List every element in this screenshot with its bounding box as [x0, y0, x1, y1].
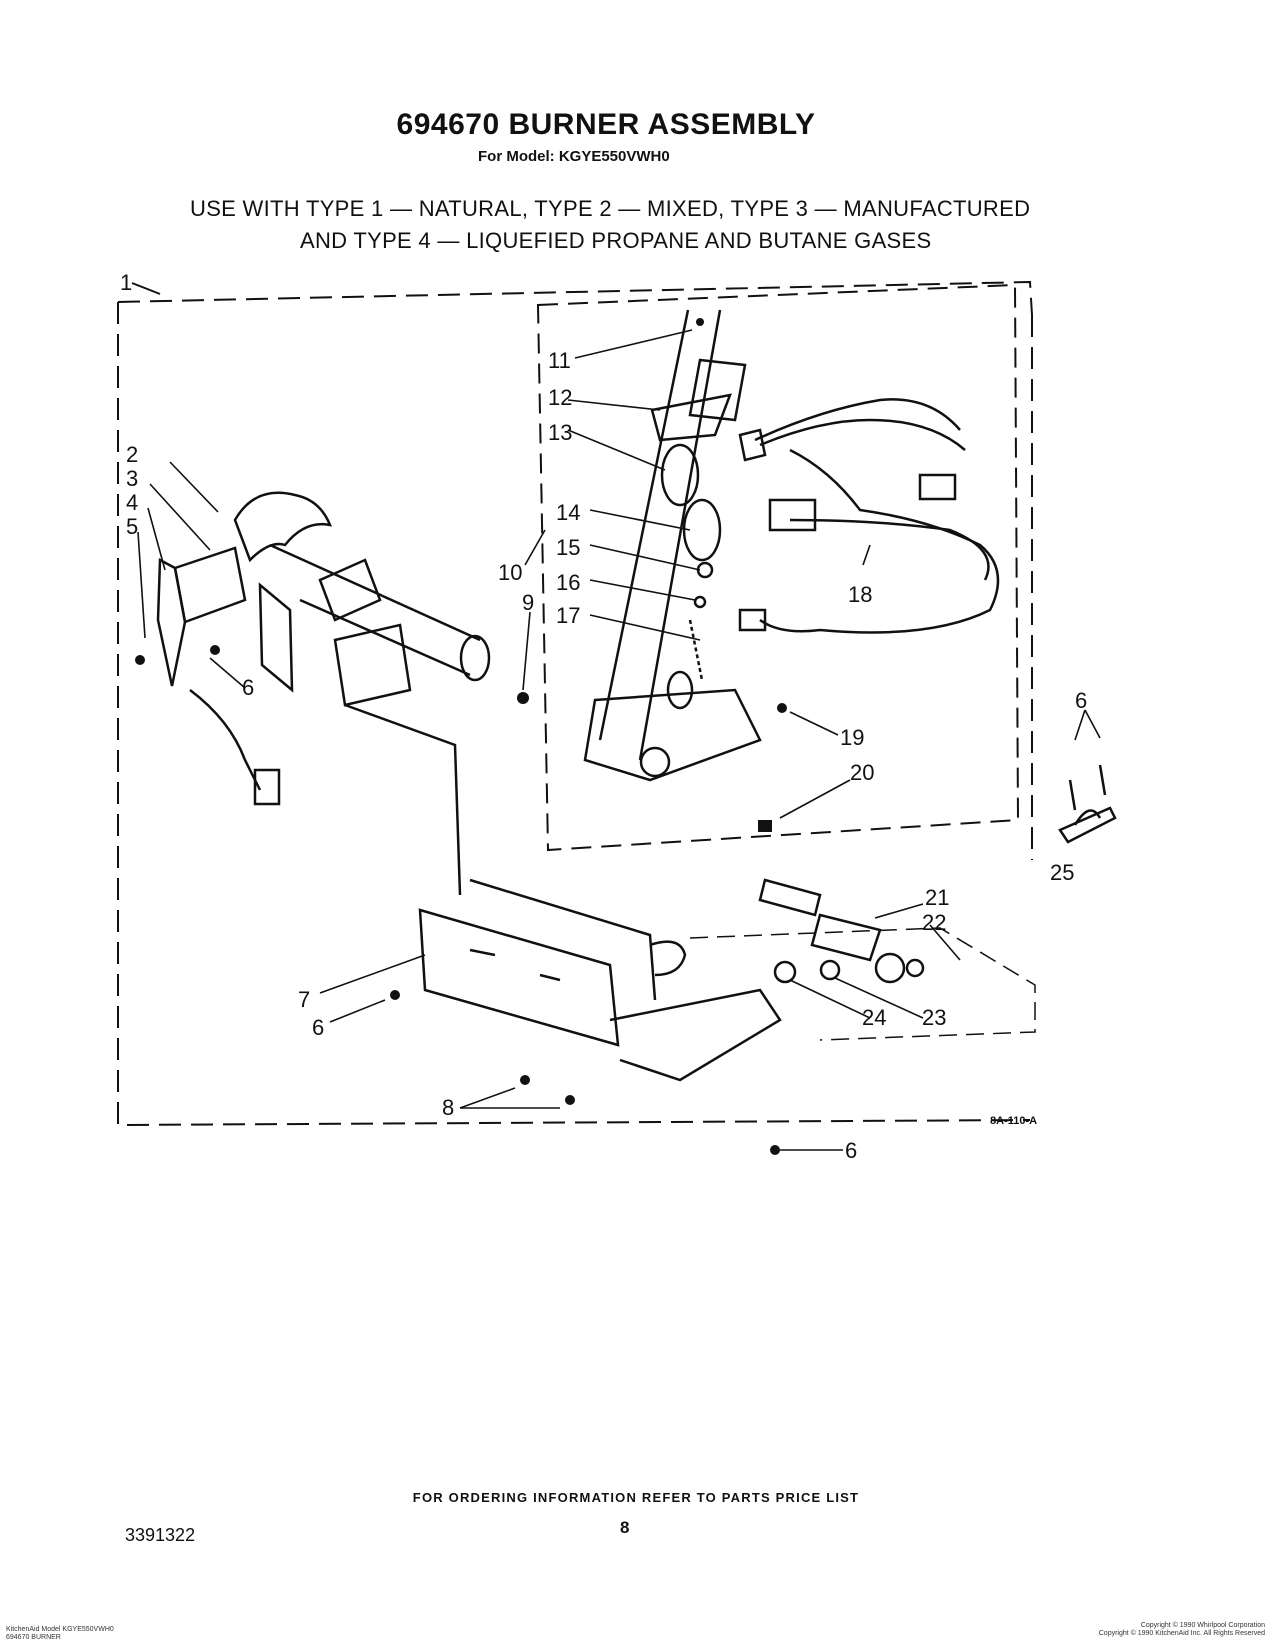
orifice-fittings: [773, 952, 925, 984]
pipe-nipple: [758, 878, 882, 962]
callout-23: 23: [922, 1005, 946, 1030]
fine-print-left: KitchenAid Model KGYE550VWH0 694670 BURN…: [6, 1626, 114, 1642]
baffle-plate: [333, 623, 462, 896]
callout-12: 12: [548, 385, 572, 410]
fine-print-right-line-2: Copyright © 1990 KitchenAid Inc. All Rig…: [1098, 1630, 1265, 1637]
callout-20: 20: [850, 760, 874, 785]
callout-3: 3: [126, 466, 138, 491]
fine-print-right: Copyright © 1990 Whirlpool Corporation C…: [1000, 1622, 1265, 1638]
assembly-boundary: [117, 280, 1033, 1127]
callout-19: 19: [840, 725, 864, 750]
callout-6c: 6: [312, 1015, 324, 1040]
fine-print-left-line-1: KitchenAid Model KGYE550VWH0: [6, 1626, 114, 1633]
callout-2: 2: [126, 442, 138, 467]
valve-box: [536, 283, 1020, 852]
wire-harness: [738, 398, 1000, 634]
callout-6a: 6: [242, 675, 254, 700]
diagram-reference-code: 8A-110-A: [990, 1115, 1038, 1127]
model-label: For Model: KGYE550VWH0: [478, 148, 670, 165]
orifice-group-box: [689, 927, 1036, 1041]
pipe-clamp: [1058, 764, 1117, 844]
callout-8: 8: [442, 1095, 454, 1120]
page-title: 694670 BURNER ASSEMBLY: [396, 108, 816, 141]
leader-lines: [137, 329, 1101, 1151]
callout-9: 9: [522, 590, 534, 615]
gas-valve-tower: [583, 309, 762, 782]
callout-7: 7: [298, 987, 310, 1012]
gas-type-line-2: AND TYPE 4 — LIQUEFIED PROPANE AND BUTAN…: [300, 228, 932, 253]
callout-18: 18: [848, 582, 872, 607]
callout-4: 4: [126, 490, 138, 515]
hardware-screws: [135, 318, 787, 1155]
callout-10: 10: [498, 560, 522, 585]
callout-1: 1: [120, 270, 132, 295]
callout-6d: 6: [845, 1138, 857, 1163]
callout-13: 13: [548, 420, 572, 445]
ordering-note: FOR ORDERING INFORMATION REFER TO PARTS …: [412, 1490, 860, 1505]
igniter-bracket: [156, 546, 294, 806]
callout-5: 5: [126, 514, 138, 539]
callout-17: 17: [556, 603, 580, 628]
callout-24: 24: [862, 1005, 886, 1030]
burner-tube: [233, 491, 491, 682]
callout-6b: 6: [1075, 688, 1087, 713]
callout-16: 16: [556, 570, 580, 595]
fine-print-right-line-1: Copyright © 1990 Whirlpool Corporation: [1140, 1622, 1265, 1629]
callout-14: 14: [556, 500, 580, 525]
fine-print-left-line-2: 694670 BURNER: [6, 1634, 61, 1641]
gas-type-line-1: USE WITH TYPE 1 — NATURAL, TYPE 2 — MIXE…: [190, 196, 1031, 221]
callout-11: 11: [548, 348, 571, 373]
callout-21: 21: [925, 885, 949, 910]
part-number: 3391322: [125, 1525, 196, 1545]
callout-25: 25: [1050, 860, 1074, 885]
assembly-arrow: [131, 282, 161, 295]
page-number: 8: [620, 1518, 630, 1537]
callout-22: 22: [922, 910, 946, 935]
callout-15: 15: [556, 535, 580, 560]
burner-bracket: [418, 878, 782, 1082]
